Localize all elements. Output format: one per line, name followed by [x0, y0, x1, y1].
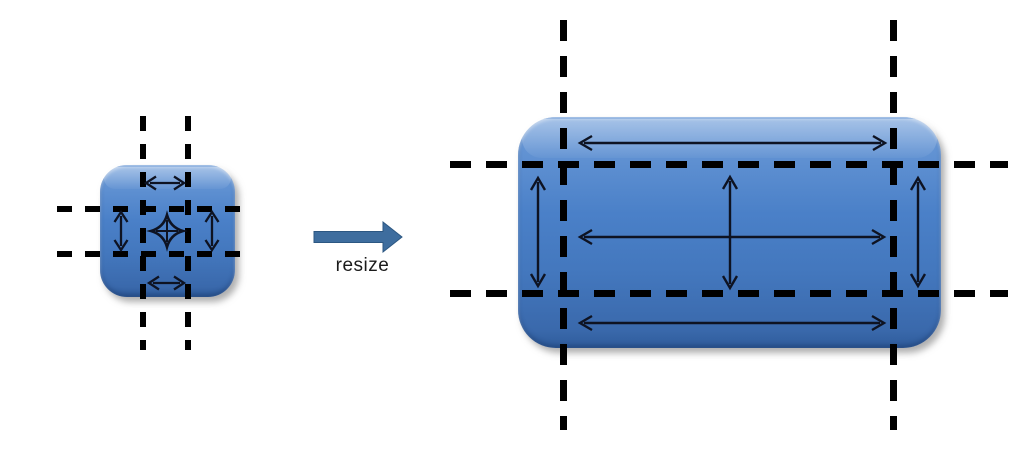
- horizontal-stretch-arrow-bottom-small: [146, 275, 187, 291]
- resize-arrow: [313, 220, 403, 254]
- vertical-stretch-arrow-left-small: [113, 209, 129, 253]
- result-slice-guide-vertical-right: [890, 20, 897, 430]
- result-slice-guide-vertical-left: [560, 20, 567, 430]
- omnidirectional-stretch-star-icon: [146, 210, 188, 252]
- horizontal-stretch-arrow-center-big: [577, 228, 887, 246]
- horizontal-stretch-arrow-top-big: [577, 134, 888, 152]
- resize-label: resize: [335, 255, 390, 276]
- source-slice-guide-vertical-left: [140, 116, 146, 350]
- source-slice-guide-horizontal-bottom: [57, 251, 250, 257]
- horizontal-stretch-arrow-top-small: [143, 175, 187, 191]
- source-slice-guide-horizontal-top: [57, 206, 250, 212]
- vertical-stretch-arrow-right-big: [909, 175, 927, 289]
- vertical-stretch-arrow-left-big: [529, 175, 547, 289]
- source-slice-guide-vertical-right: [185, 116, 191, 350]
- vertical-stretch-arrow-center-big: [721, 174, 739, 291]
- result-slice-guide-horizontal-bottom: [450, 290, 1008, 297]
- vertical-stretch-arrow-right-small: [204, 209, 220, 253]
- result-slice-guide-horizontal-top: [450, 161, 1008, 168]
- horizontal-stretch-arrow-bottom-big: [577, 314, 887, 332]
